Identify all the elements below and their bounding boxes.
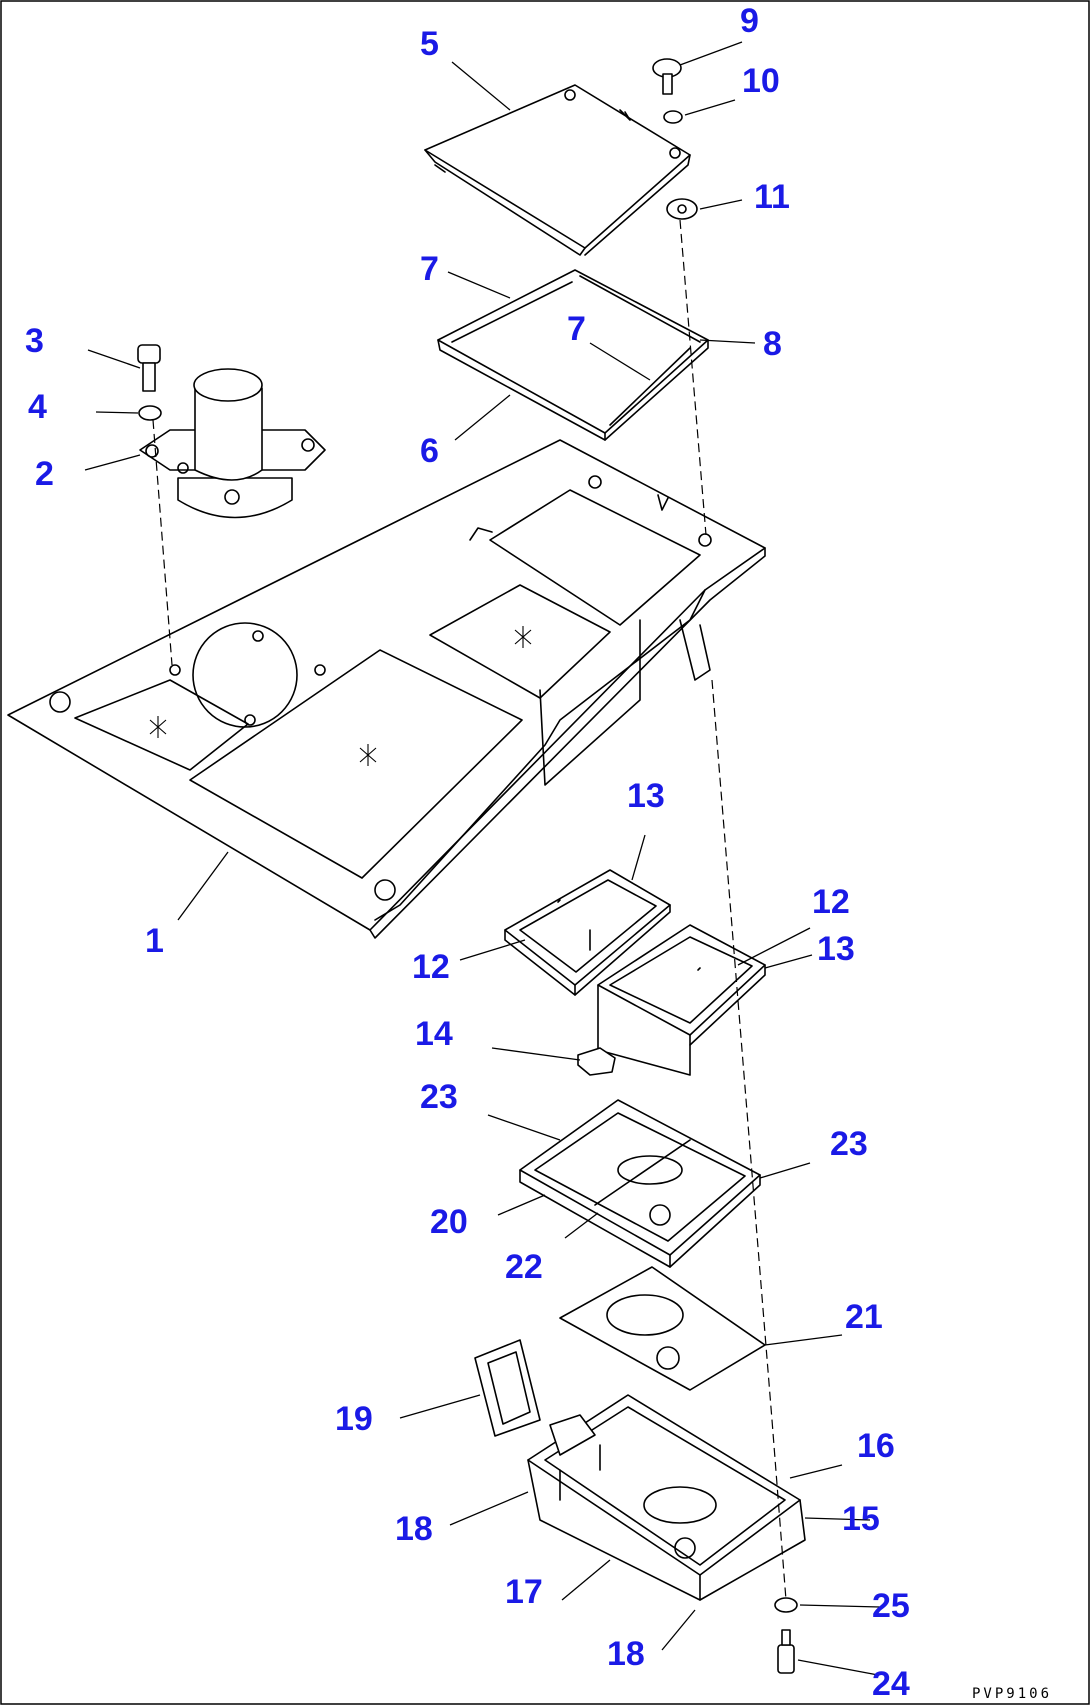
callout-10: 10 [742,62,780,100]
part-11-nut [666,198,698,220]
part-15-lower-tray [527,1394,806,1601]
callout-1: 1 [145,922,164,960]
callout-23-right: 23 [830,1125,868,1163]
part-21-plate [559,1266,766,1391]
part-19-gasket [474,1339,541,1437]
callout-13-right: 13 [817,930,855,968]
callout-12-right: 12 [812,883,850,921]
callout-17: 17 [505,1573,543,1611]
callout-21: 21 [845,1298,883,1336]
part-1-floor-plate [7,439,766,939]
callout-labels: 1 2 3 4 5 6 7 7 8 9 10 11 12 12 13 13 14… [25,2,910,1703]
callout-23-left: 23 [420,1078,458,1116]
callout-22: 22 [505,1248,543,1286]
callout-11: 11 [754,178,790,216]
part-3-bolt [137,344,161,392]
part-13-upper-box-a [504,869,671,996]
callout-12-left: 12 [412,948,450,986]
callout-16: 16 [857,1427,895,1465]
callout-2: 2 [35,455,54,493]
part-5-cover [424,84,691,256]
callout-20: 20 [430,1203,468,1241]
callout-19: 19 [335,1400,373,1438]
callout-7-left: 7 [420,250,439,288]
callout-8: 8 [763,325,782,363]
callout-25: 25 [872,1587,910,1625]
part-2-pedestal [139,368,326,519]
part-10-washer [663,110,683,124]
alignment-lines [152,219,787,1601]
leader-lines [84,41,881,1676]
part-9-knob [652,58,682,95]
callout-4: 4 [28,388,47,426]
part-20-middle-tray [519,1099,761,1268]
callout-6: 6 [420,432,439,470]
callout-3: 3 [25,322,44,360]
callout-24: 24 [872,1665,910,1703]
callout-18-upper: 18 [395,1510,433,1548]
drawing-code: PVP9106 [972,1686,1052,1702]
callout-14: 14 [415,1015,453,1053]
callout-7-right: 7 [567,310,586,348]
part-14-clip [577,1047,616,1076]
callout-5: 5 [420,25,439,63]
part-25-washer [774,1597,798,1613]
part-13-upper-box-b [597,924,766,1076]
callout-18-lower: 18 [607,1635,645,1673]
callout-13-top: 13 [627,777,665,815]
callout-9: 9 [740,2,759,40]
part-24-bolt [777,1629,795,1674]
part-4-washer [138,405,162,421]
callout-15: 15 [842,1500,880,1538]
part-6-frame [437,269,709,441]
